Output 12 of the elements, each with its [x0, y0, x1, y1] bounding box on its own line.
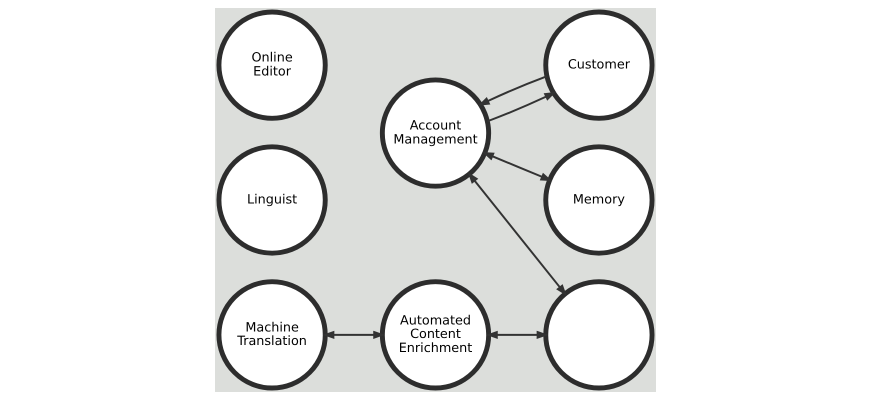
- node-circle: Linguist: [216, 144, 328, 256]
- node-circle: Automated Content Enrichment: [379, 279, 491, 390]
- node-circle: Online Editor: [216, 10, 328, 121]
- node-circle: [542, 279, 654, 390]
- arrow: [322, 330, 385, 339]
- node-circle: Machine Translation: [216, 279, 328, 390]
- node-circle: Memory: [542, 144, 654, 256]
- arrow: [467, 172, 566, 296]
- arrow: [477, 75, 547, 106]
- arrow: [486, 92, 556, 122]
- arrow: [485, 330, 548, 339]
- arrow: [482, 152, 552, 182]
